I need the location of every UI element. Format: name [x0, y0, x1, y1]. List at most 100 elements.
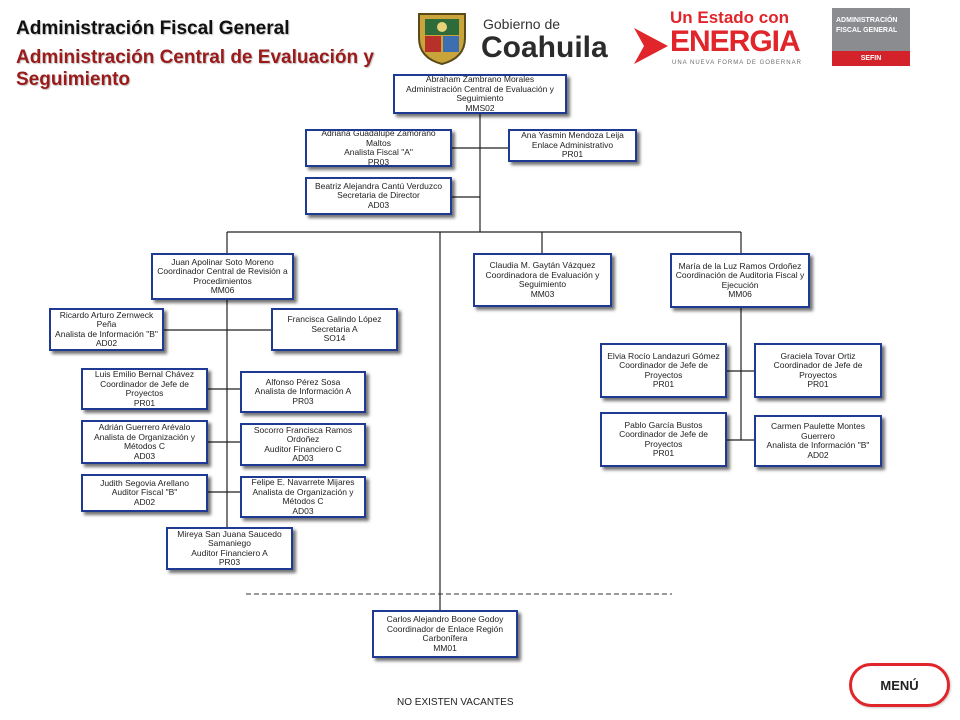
org-node-francisca: Francisca Galindo López Secretaria A SO1…: [271, 308, 398, 351]
node-name: Judith Segovia Arellano: [100, 477, 189, 488]
org-node-carlos: Carlos Alejandro Boone Godoy Coordinador…: [372, 610, 518, 658]
org-node-beatriz: Beatriz Alejandra Cantú Verduzco Secreta…: [305, 177, 452, 215]
node-role: Coordinadora de Evaluación y Seguimiento: [485, 269, 600, 289]
node-code: MM06: [210, 285, 235, 295]
energia-logo: Un Estado con ENERGIA UNA NUEVA FORMA DE…: [630, 8, 820, 72]
node-code: PR01: [652, 448, 675, 458]
org-node-socorro: Socorro Francisca Ramos Ordoñez Auditor …: [240, 423, 366, 466]
page-subtitle: Administración Central de Evaluación y S…: [16, 47, 374, 90]
node-role: Coordinador de Jefe de Proyectos: [100, 378, 189, 398]
node-code: MM01: [433, 642, 457, 653]
page-title: Administración Fiscal General: [16, 18, 290, 39]
node-code: MM03: [530, 288, 555, 299]
org-node-adriana: Adriana Guadalupe Zamorano Maltos Analis…: [305, 129, 452, 167]
node-code: SO14: [323, 333, 346, 344]
org-node-felipe: Felipe E. Navarrete Mijares Analista de …: [240, 476, 366, 518]
node-role: Analista de Información "B": [766, 440, 870, 450]
node-name: Beatriz Alejandra Cantú Verduzco: [314, 180, 443, 191]
node-name: Elvia Rocío Landazuri Gómez: [607, 350, 720, 361]
energia-text-2: ENERGIA: [670, 25, 801, 58]
org-node-elvia: Elvia Rocío Landazuri Gómez Coordinador …: [600, 343, 727, 398]
node-name: Felipe E. Navarrete Mijares: [251, 477, 355, 487]
org-node-mireya: Mireya San Juana Saucedo Samaniego Audit…: [166, 527, 293, 570]
node-code: PR01: [652, 379, 675, 389]
node-code: PR03: [218, 557, 241, 567]
node-name: Carmen Paulette Montes Guerrero: [770, 421, 866, 441]
coahuila-text-2: Coahuila: [481, 31, 608, 64]
org-node-alfonso: Alfonso Pérez Sosa Analista de Informaci…: [240, 371, 366, 413]
node-code: AD03: [367, 199, 390, 210]
node-name: Adrián Guerrero Arévalo: [98, 422, 191, 432]
node-name: Adriana Guadalupe Zamorano Maltos: [321, 129, 436, 148]
node-role: Auditor Financiero C: [264, 443, 342, 454]
node-role: Coordinador de Jefe de Proyectos: [619, 429, 708, 449]
node-code: AD03: [292, 453, 314, 463]
node-role: Auditor Fiscal "B": [111, 487, 178, 498]
node-name: Alfonso Pérez Sosa: [265, 376, 341, 387]
node-name: Mireya San Juana Saucedo Samaniego: [177, 528, 282, 548]
node-name: Claudia M. Gaytán Vázquez: [489, 260, 596, 270]
node-code: PR01: [133, 397, 156, 408]
node-role: Secretaria A: [311, 323, 358, 334]
node-role: Analista de Información "B": [55, 328, 158, 339]
node-role: Coordinador de Enlace Región Carbonífera: [386, 623, 504, 643]
node-role: Coordinador Central de Revisión a Proced…: [157, 266, 288, 286]
node-code: AD03: [292, 505, 314, 516]
node-code: PR03: [367, 156, 390, 167]
afg-text-2: FISCAL GENERAL: [836, 27, 898, 34]
coahuila-logo: Gobierno de Coahuila: [413, 8, 608, 68]
node-code: MM06: [728, 289, 752, 299]
energia-text-1: Un Estado con: [670, 8, 790, 27]
node-name: Luis Emilio Bernal Chávez: [94, 369, 195, 379]
node-role: Analista de Organización y Métodos C: [93, 431, 196, 451]
node-code: MMS02: [465, 102, 495, 113]
node-name: Juan Apolinar Soto Moreno: [171, 256, 274, 267]
org-node-claudia: Claudia M. Gaytán Vázquez Coordinadora d…: [473, 253, 612, 307]
node-name: Carlos Alejandro Boone Godoy: [386, 614, 504, 624]
node-name: Socorro Francisca Ramos Ordoñez: [253, 424, 353, 444]
node-name: Pablo García Bustos: [624, 419, 703, 430]
node-code: PR01: [561, 149, 584, 160]
coahuila-shield-icon: [418, 13, 466, 66]
org-node-luis: Luis Emilio Bernal Chávez Coordinador de…: [81, 368, 208, 410]
node-code: AD02: [807, 449, 829, 460]
node-role: Analista de Información A: [254, 386, 352, 397]
node-name: Francisca Galindo López: [287, 314, 382, 325]
node-role: Coordinación de Auditoria Fiscal y Ejecu…: [675, 270, 805, 290]
node-code: PR03: [292, 395, 314, 406]
node-role: Analista Fiscal "A": [344, 147, 413, 157]
energia-tagline: UNA NUEVA FORMA DE GOBERNAR: [672, 60, 802, 66]
node-role: Administración Central de Evaluación y S…: [406, 83, 554, 103]
node-name: Ana Yasmin Mendoza Leija: [521, 130, 624, 141]
vacancy-note: NO EXISTEN VACANTES: [397, 697, 514, 708]
afg-text-3: SEFIN: [832, 51, 910, 66]
menu-button[interactable]: MENÚ: [849, 663, 950, 707]
node-role: Enlace Administrativo: [531, 139, 614, 150]
org-node-adrian: Adrián Guerrero Arévalo Analista de Orga…: [81, 420, 208, 464]
node-code: AD02: [95, 338, 118, 348]
node-role: Analista de Organización y Métodos C: [252, 486, 354, 506]
org-node-maria: María de la Luz Ramos Ordoñez Coordinaci…: [670, 253, 810, 308]
node-code: AD03: [133, 450, 156, 461]
org-node-graciela: Graciela Tovar Ortiz Coordinador de Jefe…: [754, 343, 882, 398]
node-name: Ricardo Arturo Zernweck Peña: [59, 309, 154, 329]
afg-logo: ADMINISTRACIÓN FISCAL GENERAL SEFIN: [832, 8, 910, 66]
coahuila-text-1: Gobierno de: [483, 16, 561, 32]
node-role: Coordinador de Jefe de Proyectos: [773, 360, 863, 380]
node-role: Auditor Financiero A: [191, 547, 268, 558]
node-role: Coordinador de Jefe de Proyectos: [619, 360, 708, 380]
org-node-ana: Ana Yasmin Mendoza Leija Enlace Administ…: [508, 129, 637, 162]
org-node-director: Abraham Zambrano Morales Administración …: [393, 74, 567, 114]
node-code: AD02: [133, 496, 156, 507]
afg-text-1: ADMINISTRACIÓN: [836, 17, 898, 24]
org-node-pablo: Pablo García Bustos Coordinador de Jefe …: [600, 412, 727, 467]
node-name: Graciela Tovar Ortiz: [780, 350, 856, 361]
org-node-ricardo: Ricardo Arturo Zernweck Peña Analista de…: [49, 308, 164, 351]
org-node-juan: Juan Apolinar Soto Moreno Coordinador Ce…: [151, 253, 294, 300]
energia-mark-icon: [634, 28, 668, 64]
node-role: Secretaria de Director: [337, 190, 420, 201]
node-code: PR01: [807, 379, 829, 389]
org-node-judith: Judith Segovia Arellano Auditor Fiscal "…: [81, 474, 208, 512]
node-name: Abraham Zambrano Morales: [425, 74, 535, 84]
